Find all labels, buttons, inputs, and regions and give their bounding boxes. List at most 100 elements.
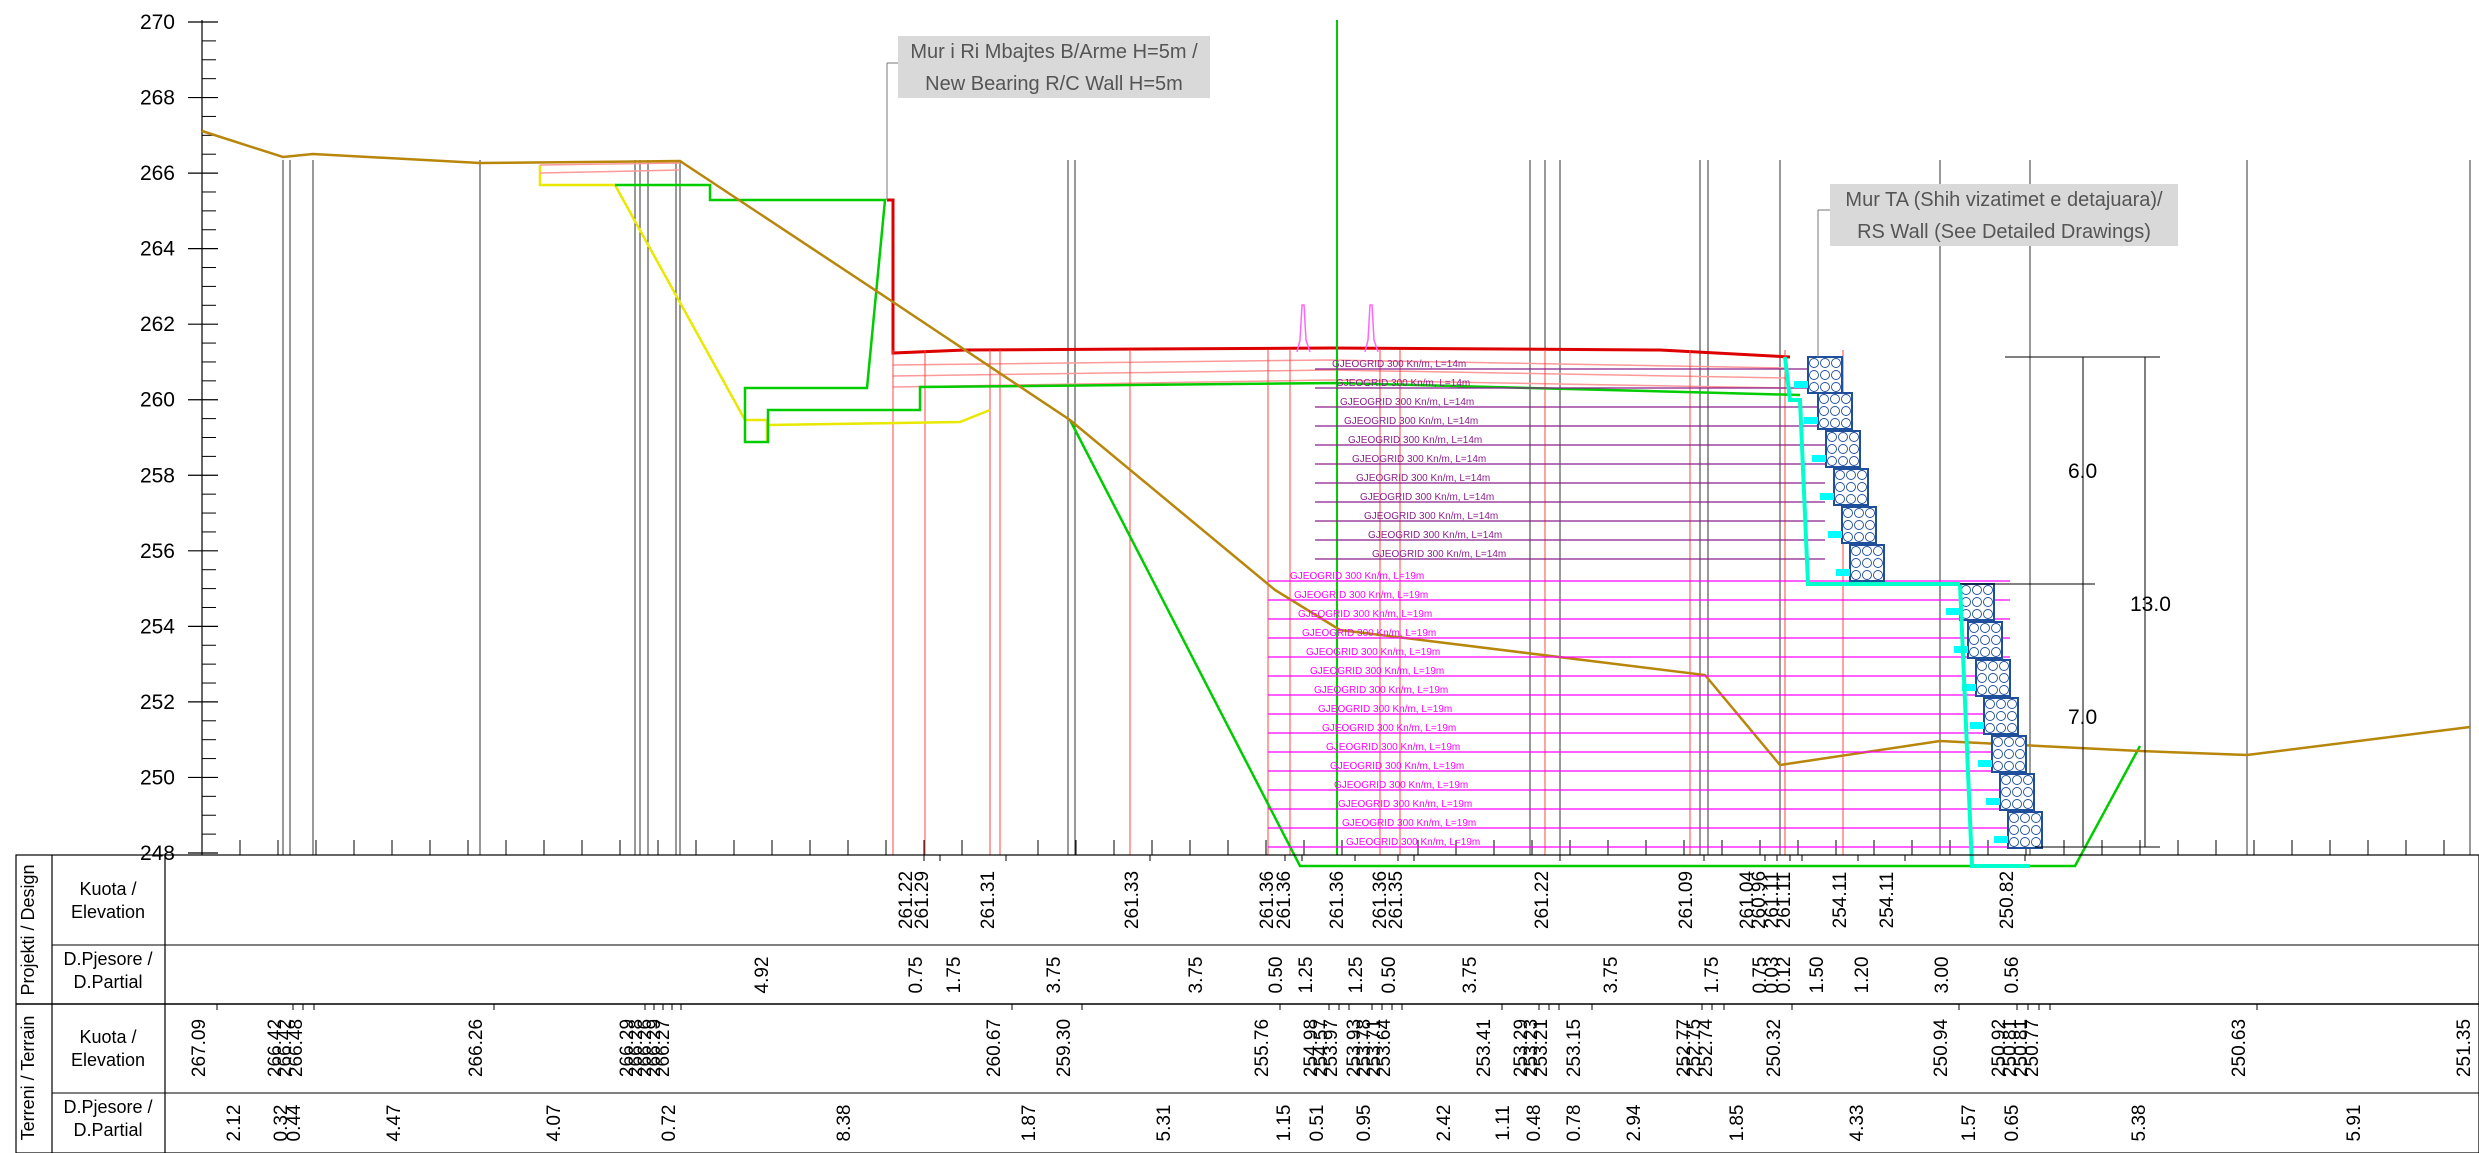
y-tick-label: 252	[140, 691, 175, 714]
terrain-elevation-value: 252.75	[1684, 1019, 1705, 1077]
terrain-partial-value: 0.51	[1307, 1105, 1328, 1142]
geogrid-label-14m: GJEOGRID 300 Kn/m, L=14m	[1344, 416, 1478, 427]
geogrid-label-19m: GJEOGRID 300 Kn/m, L=19m	[1346, 837, 1480, 848]
design-partial-value: 1.75	[1702, 957, 1723, 994]
terrain-elevation-value: 250.81	[2000, 1019, 2021, 1077]
rs-wall-block	[1962, 659, 2011, 697]
design-partial-value: 1.50	[1807, 957, 1828, 994]
terrain-partial-value: 1.87	[1019, 1105, 1040, 1142]
terrain-partial-value: 0.65	[2002, 1105, 2023, 1142]
geogrid-label-19m: GJEOGRID 300 Kn/m, L=19m	[1298, 609, 1432, 620]
rs-wall-block	[1970, 697, 2019, 735]
rs-wall-block	[1820, 468, 1869, 506]
y-tick-label: 260	[140, 389, 175, 412]
dim-upper: 6.0	[2068, 460, 2097, 483]
y-tick-label: 268	[140, 87, 175, 110]
design-elevation-value: 254.11	[1877, 872, 1898, 929]
geogrid-label-19m: GJEOGRID 300 Kn/m, L=19m	[1306, 647, 1440, 658]
design-elevation-value: 261.33	[1122, 871, 1143, 929]
terrain-elevation-value: 253.15	[1564, 1019, 1585, 1077]
terrain-elevation-value: 255.76	[1252, 1019, 1273, 1077]
design-partial-value: 0.50	[1266, 957, 1287, 994]
design-partial-value: 3.75	[1044, 957, 1065, 994]
terrain-elevation-value: 260.67	[984, 1019, 1005, 1077]
geogrid-label-14m: GJEOGRID 300 Kn/m, L=14m	[1332, 359, 1466, 370]
geogrid-label-19m: GJEOGRID 300 Kn/m, L=19m	[1310, 666, 1444, 677]
terrain-partial-value: 4.07	[544, 1105, 565, 1142]
rs-note-line2: RS Wall (See Detailed Drawings)	[1857, 221, 2151, 243]
geogrid-label-19m: GJEOGRID 300 Kn/m, L=19m	[1302, 628, 1436, 639]
design-elevation-value: 261.29	[912, 871, 933, 929]
terrain-elevation-value: 259.30	[1054, 1019, 1075, 1077]
geogrid-label-14m: GJEOGRID 300 Kn/m, L=14m	[1336, 378, 1470, 389]
design-elevation-value: 261.09	[1676, 871, 1697, 929]
terrain-partial-value: 4.47	[384, 1105, 405, 1142]
geogrid-label-19m: GJEOGRID 300 Kn/m, L=19m	[1322, 723, 1456, 734]
rs-wall-block	[1978, 735, 2027, 773]
design-partial-value: 3.00	[1932, 957, 1953, 994]
design-elevation-value: 261.36	[1327, 871, 1348, 929]
terrain-elevation-value: 251.35	[2454, 1019, 2475, 1077]
terrain-elevation-value: 266.42	[275, 1019, 296, 1077]
y-tick-label: 270	[140, 11, 175, 34]
y-tick-label: 256	[140, 540, 175, 563]
terrain-elev-label-2: Elevation	[71, 1050, 145, 1070]
terrain-partial-value: 5.31	[1154, 1105, 1175, 1142]
y-tick-label: 248	[140, 842, 175, 865]
design-elevation-value: 261.22	[1532, 871, 1553, 929]
existing-terrain-line	[201, 129, 2471, 767]
design-partial-value: 1.25	[1296, 957, 1317, 994]
design-elevation-value: 261.11	[1774, 872, 1795, 929]
design-partial-value: 0.75	[1750, 957, 1771, 994]
rs-note-line1: Mur TA (Shih vizatimet e detajuara)/	[1845, 189, 2163, 211]
terrain-elevation-value: 253.29	[1511, 1019, 1532, 1077]
group-terrain-label: Terreni / Terrain	[18, 1016, 38, 1141]
y-tick-label: 264	[140, 238, 175, 261]
y-tick-label: 258	[140, 464, 175, 487]
design-elevation-value: 261.11	[1762, 872, 1783, 929]
terrain-partial-value: 0.32	[271, 1105, 292, 1142]
terrain-partial-value: 0.78	[1564, 1105, 1585, 1142]
terrain-elevation-value: 266.26	[635, 1019, 656, 1077]
terrain-elevation-value: 253.21	[1531, 1019, 1552, 1077]
design-elevation-value: 260.96	[1749, 871, 1770, 929]
wall-note-line1: Mur i Ri Mbajtes B/Arme H=5m /	[910, 41, 1198, 63]
y-tick-label: 266	[140, 162, 175, 185]
design-partial-value: 3.75	[1186, 957, 1207, 994]
terrain-partial-value: 4.33	[1847, 1105, 1868, 1142]
terrain-partial-value: 0.95	[1354, 1105, 1375, 1142]
geogrid-label-14m: GJEOGRID 300 Kn/m, L=14m	[1352, 454, 1486, 465]
terrain-elevation-value: 252.77	[1674, 1019, 1695, 1077]
terrain-partial-value: 2.12	[224, 1105, 245, 1142]
terrain-elevation-value: 253.93	[1344, 1019, 1365, 1077]
design-partial-value: 1.25	[1346, 957, 1367, 994]
design-elevation-value: 261.04	[1737, 871, 1758, 930]
terrain-partial-value: 0.44	[284, 1104, 305, 1141]
design-elevation-value: 261.36	[1274, 871, 1295, 929]
terrain-partial-value: 1.85	[1727, 1105, 1748, 1142]
geogrid-label-14m: GJEOGRID 300 Kn/m, L=14m	[1368, 530, 1502, 541]
design-elevation-value: 261.36	[1257, 871, 1278, 929]
terrain-partial-value: 1.15	[1274, 1105, 1295, 1142]
terrain-elevation-value: 254.57	[1311, 1019, 1332, 1077]
terrain-partial-value: 0.72	[659, 1105, 680, 1142]
design-partial-label-1: D.Pjesore /	[63, 949, 152, 969]
excavation-lines	[615, 183, 2142, 868]
dim-lower: 7.0	[2068, 706, 2097, 729]
terrain-partial-value: 5.91	[2344, 1105, 2365, 1142]
terrain-elevation-value: 266.27	[653, 1019, 674, 1077]
geogrid-label-19m: GJEOGRID 300 Kn/m, L=19m	[1342, 818, 1476, 829]
terrain-elevation-value: 250.81	[2011, 1019, 2032, 1077]
geogrid-label-19m: GJEOGRID 300 Kn/m, L=19m	[1338, 799, 1472, 810]
geogrid-label-19m: GJEOGRID 300 Kn/m, L=19m	[1314, 685, 1448, 696]
baseline-ticks	[239, 160, 2471, 855]
design-partial-value: 0.12	[1774, 957, 1795, 994]
rs-wall-face	[1783, 356, 1960, 586]
terrain-partial-value: 0.48	[1524, 1105, 1545, 1142]
geogrid-label-19m: GJEOGRID 300 Kn/m, L=19m	[1318, 704, 1452, 715]
geogrid-label-14m: GJEOGRID 300 Kn/m, L=14m	[1360, 492, 1494, 503]
terrain-partial-value: 5.38	[2129, 1105, 2150, 1142]
design-elev-label-1: Kuota /	[79, 879, 136, 899]
geogrid-label-19m: GJEOGRID 300 Kn/m, L=19m	[1294, 590, 1428, 601]
